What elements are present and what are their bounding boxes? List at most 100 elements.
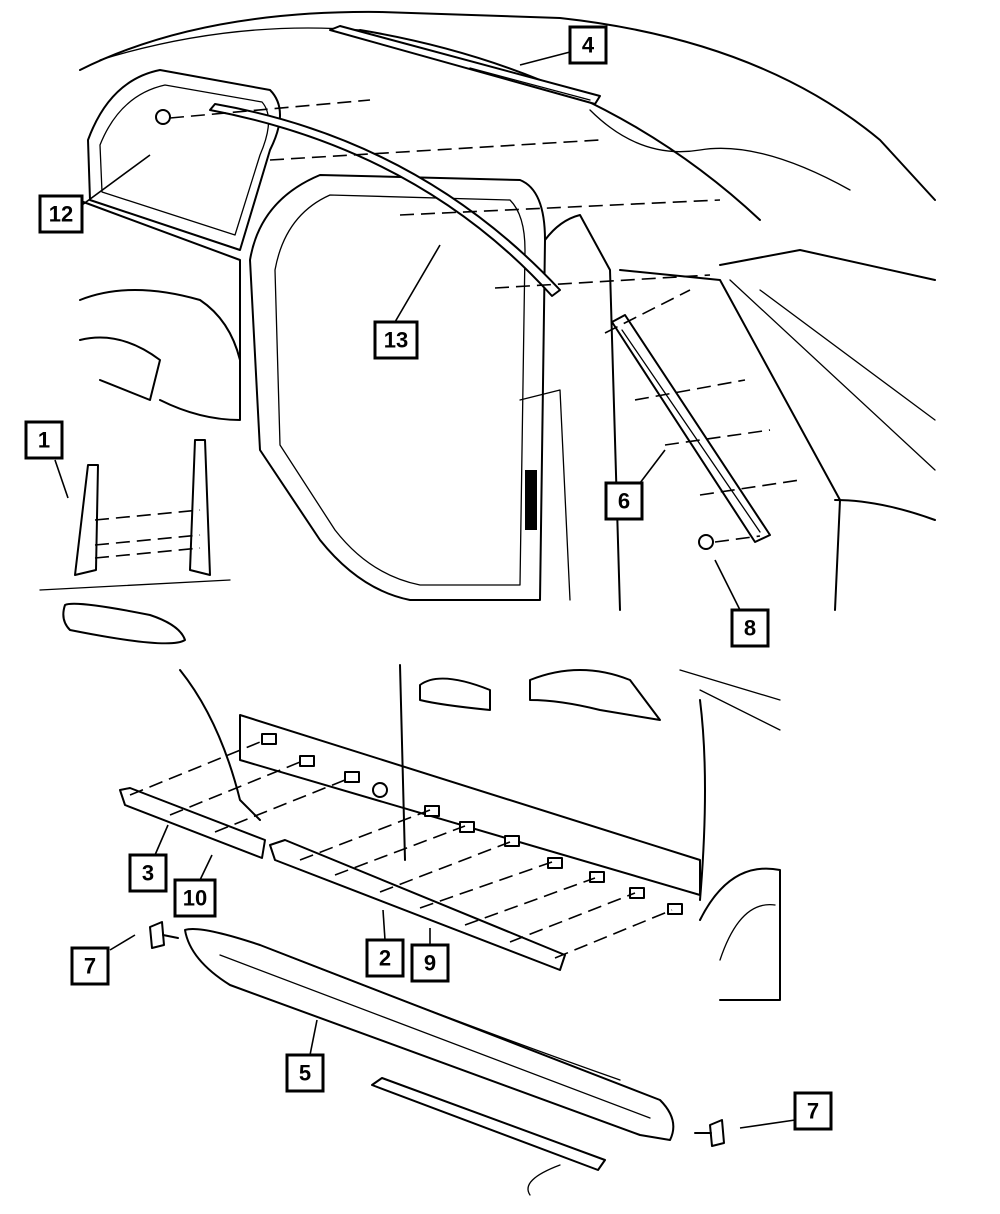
assembly-line-applique-1: [604, 289, 691, 334]
assembly-line-bracket-1: [94, 509, 201, 521]
callout-box: [128, 853, 168, 893]
front-door-edge: [699, 699, 706, 901]
roof-drip-moulding: [209, 103, 561, 297]
rear-fender-edge: [179, 669, 261, 821]
callout-4: 4: [568, 25, 608, 65]
assembly-line-bracket-2: [94, 534, 201, 546]
sill-slot: [424, 805, 440, 817]
callout-box: [568, 25, 608, 65]
upper-door-handle: [62, 602, 186, 645]
assembly-line-drip-2: [399, 199, 721, 216]
leader-12: [81, 154, 151, 206]
leader-lines: [54, 51, 796, 1129]
upper-body-view: [39, 10, 936, 645]
upper-door-line: [39, 579, 231, 591]
callout-number: 4: [582, 33, 595, 58]
side-mirror: [529, 669, 661, 721]
push-pin-clip-upper: [155, 109, 171, 125]
leader-7-right: [739, 1119, 796, 1129]
sill-slot: [667, 903, 683, 915]
roof-panel-line: [589, 109, 851, 191]
door-frame-applique-edge: [621, 329, 761, 533]
callout-box: [285, 1053, 325, 1093]
callout-number: 10: [183, 886, 207, 911]
front-pillar-lines: [679, 669, 781, 731]
roof-outline: [79, 10, 936, 201]
rear-door-opening: [249, 174, 546, 601]
rear-quarter-panel: [77, 199, 241, 421]
callout-box: [604, 481, 644, 521]
callout-box: [793, 1091, 833, 1131]
push-pin-shaft: [162, 934, 179, 939]
leader-5: [309, 1019, 318, 1056]
callout-12: 12: [38, 194, 84, 234]
windshield-edge: [719, 249, 936, 281]
callout-box: [365, 938, 405, 978]
push-pin-right: [694, 1119, 725, 1147]
callout-number: 1: [38, 428, 50, 453]
sill-scuff-plate: [371, 1077, 606, 1171]
front-door-frame-inner: [729, 279, 936, 471]
roof-rail: [99, 27, 361, 61]
callout-5: 5: [285, 1053, 325, 1093]
assembly-line-front-4: [419, 861, 553, 909]
assembly-line-drip: [269, 139, 601, 161]
callout-1: 1: [24, 420, 64, 460]
callout-box: [730, 608, 770, 648]
leader-3: [154, 824, 169, 856]
sill-slot: [589, 871, 605, 883]
callout-number: 12: [49, 202, 73, 227]
windshield-inner: [759, 289, 936, 421]
assembly-line-applique-2: [634, 379, 746, 401]
lower-body-view: [119, 664, 781, 1196]
leader-8: [714, 559, 741, 611]
b-pillar-inner: [519, 389, 571, 601]
assembly-line-applique-4: [699, 479, 801, 496]
sill-slot: [261, 733, 277, 745]
applique-bracket-left: [74, 464, 99, 576]
assembly-line-rear-3: [214, 777, 351, 833]
leader-6: [639, 449, 666, 484]
leader-1: [54, 459, 69, 499]
callout-number: 13: [384, 328, 408, 353]
rear-wheel-arch-lower: [79, 336, 161, 401]
b-pillar: [544, 214, 621, 611]
rear-door-moulding: [119, 787, 266, 859]
rear-wheel-arch: [79, 289, 241, 361]
rocker-panel-top: [259, 944, 621, 1081]
door-frame-applique: [611, 314, 771, 543]
callout-number: 6: [618, 489, 630, 514]
callout-9: 9: [410, 943, 450, 983]
callout-10: 10: [173, 878, 217, 918]
callout-3: 3: [128, 853, 168, 893]
assembly-line-front-3: [379, 841, 511, 893]
b-pillar-latch: [525, 470, 537, 530]
callout-number: 5: [299, 1061, 311, 1086]
sill-slot: [504, 835, 520, 847]
front-wheel-arch: [699, 867, 781, 1001]
callout-box: [173, 878, 217, 918]
callout-7-left: 7: [70, 946, 110, 986]
sill-slot: [299, 755, 315, 767]
callout-box: [70, 946, 110, 986]
callout-number: 8: [744, 616, 756, 641]
callouts: 4 12 13 1 6 8 3 10: [24, 25, 833, 1131]
callout-number: 2: [379, 946, 391, 971]
callout-box: [373, 320, 419, 360]
sill-clip-slots: [261, 733, 683, 915]
callout-2: 2: [365, 938, 405, 978]
sill-slot: [344, 771, 360, 783]
leader-2: [382, 909, 386, 941]
push-pin-clip-lower: [698, 534, 714, 550]
assembly-line-front-1: [299, 809, 431, 861]
callout-8: 8: [730, 608, 770, 648]
assembly-line-bracket-3: [94, 547, 201, 559]
rocker-panel-ridge: [219, 954, 651, 1119]
leader-13: [394, 244, 441, 323]
leader-7-left: [109, 934, 136, 951]
assembly-line-clip: [169, 99, 371, 119]
callout-box: [24, 420, 64, 460]
quarter-window-frame: [87, 69, 281, 251]
